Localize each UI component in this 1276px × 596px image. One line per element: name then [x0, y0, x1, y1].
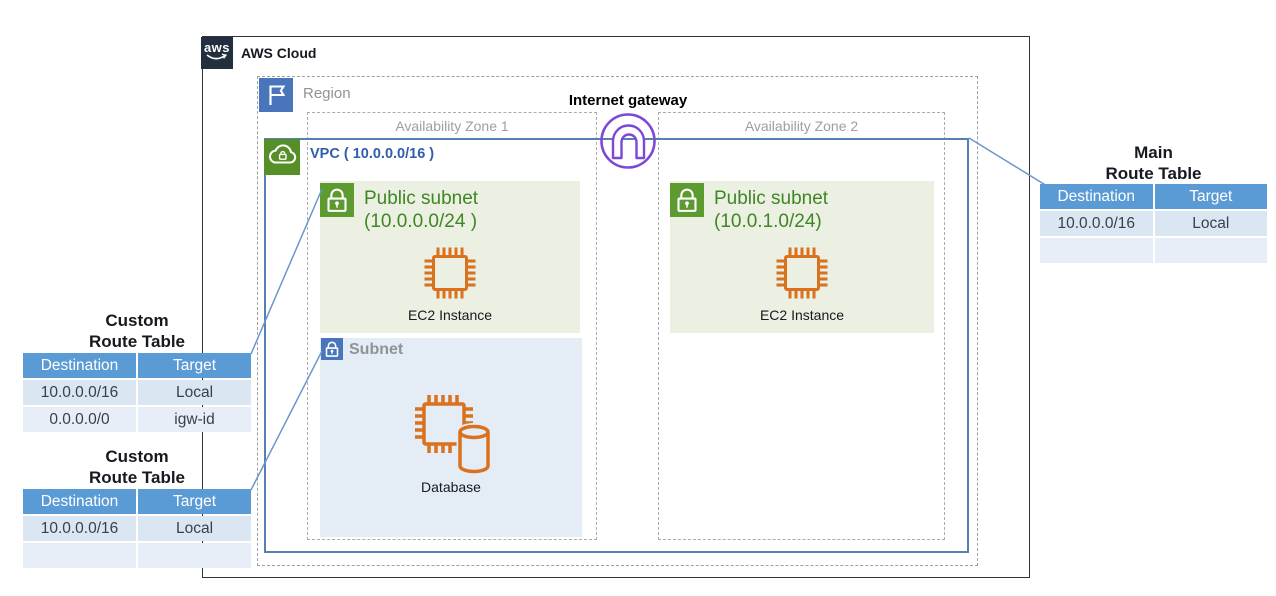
column-header: Target [138, 353, 251, 378]
main-route-table-title-line1: Main [1134, 143, 1173, 162]
table-cell: 10.0.0.0/16 [23, 380, 136, 405]
column-header: Target [138, 489, 251, 514]
private-subnet-container [320, 338, 582, 537]
custom-route-table-lower-title-line1: Custom [105, 447, 169, 466]
database-label: Database [421, 479, 481, 495]
custom-route-table-lower-title-line2: Route Table [88, 468, 186, 487]
custom-route-table-upper-title: Custom Route Table [23, 310, 251, 352]
main-route-table-title: Main Route Table [1040, 142, 1267, 184]
column-header: Destination [23, 353, 136, 378]
custom-route-table-upper: Destination Target 10.0.0.0/16 Local 0.0… [23, 353, 251, 432]
availability-zone-2-container [658, 112, 945, 540]
custom-route-table-lower: Destination Target 10.0.0.0/16 Local [23, 489, 251, 568]
table-cell: 10.0.0.0/16 [23, 516, 136, 541]
region-flag-icon [259, 78, 293, 112]
vpc-cloud-lock-icon [264, 139, 300, 175]
public-subnet-2-name: Public subnet [714, 188, 829, 209]
table-cell: 0.0.0.0/0 [23, 407, 136, 432]
availability-zone-2-label: Availability Zone 2 [744, 118, 859, 134]
table-cell: 10.0.0.0/16 [1040, 211, 1153, 236]
column-header: Destination [1040, 184, 1153, 209]
region-label: Region [303, 85, 351, 102]
main-route-table: Destination Target 10.0.0.0/16 Local [1040, 184, 1267, 263]
table-cell [1040, 238, 1153, 263]
aws-logo-text: aws [203, 40, 231, 55]
private-subnet-lock-icon [321, 338, 343, 360]
public-subnet-1-name: Public subnet [364, 188, 479, 209]
public-subnet-1-lock-icon [320, 183, 354, 217]
database-icon [412, 394, 492, 476]
table-cell [138, 543, 251, 568]
vpc-label: VPC ( 10.0.0.0/16 ) [310, 146, 435, 162]
public-subnet-1-cidr: (10.0.0.0/24 ) [364, 211, 478, 232]
aws-cloud-container [202, 36, 1030, 578]
public-subnet-1-title: Public subnet (10.0.0.0/24 ) [364, 187, 478, 233]
main-route-table-title-line2: Route Table [1105, 164, 1202, 183]
table-cell: igw-id [138, 407, 251, 432]
custom-route-table-lower-title: Custom Route Table [23, 446, 251, 488]
private-subnet-label: Subnet [349, 341, 404, 358]
column-header: Target [1154, 184, 1267, 209]
availability-zone-1-label: Availability Zone 1 [395, 118, 509, 134]
column-header: Destination [23, 489, 136, 514]
public-subnet-2-cidr: (10.0.1.0/24) [714, 211, 822, 232]
aws-smile-icon [206, 53, 228, 60]
ec2-instance-icon-1 [422, 245, 478, 301]
public-subnet-2-lock-icon [670, 183, 704, 217]
aws-logo-icon: aws [201, 37, 233, 69]
table-cell: Local [138, 380, 251, 405]
public-subnet-2-title: Public subnet (10.0.1.0/24) [714, 187, 828, 233]
custom-route-table-upper-title-line2: Route Table [88, 332, 186, 351]
table-cell [23, 543, 136, 568]
table-cell: Local [138, 516, 251, 541]
ec2-instance-label-2: EC2 Instance [759, 307, 845, 323]
ec2-instance-icon-2 [774, 245, 830, 301]
internet-gateway-label: Internet gateway [568, 92, 688, 109]
custom-route-table-upper-title-line1: Custom [105, 311, 169, 330]
ec2-instance-label-1: EC2 Instance [407, 307, 493, 323]
table-cell [1154, 238, 1267, 263]
aws-cloud-label: AWS Cloud [241, 45, 317, 61]
table-cell: Local [1154, 211, 1267, 236]
